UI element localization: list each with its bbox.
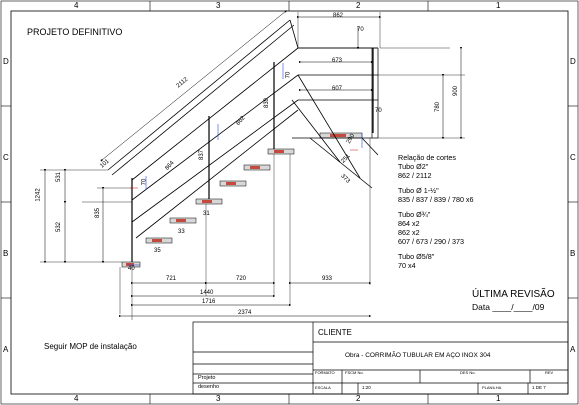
- install-note: Seguir MOP de instalação: [44, 342, 137, 351]
- row-label-left-b: B: [3, 249, 9, 258]
- row-label-left-a: A: [3, 345, 9, 354]
- dim-532: 532: [56, 221, 63, 233]
- cuts-list: Relação de cortes Tubo Ø2" 862 / 2112 Tu…: [398, 153, 474, 270]
- col-label-bottom-1: 1: [496, 394, 501, 403]
- row-label-right-c: C: [570, 153, 576, 162]
- col-label-top-3: 3: [216, 1, 221, 10]
- title-block: [192, 321, 569, 395]
- col-label-bottom-4: 4: [74, 394, 79, 403]
- row-label-left-d: D: [3, 57, 9, 66]
- dim-1716: 1716: [202, 299, 216, 305]
- cuts-line: 607 / 673 / 290 / 373: [398, 237, 464, 246]
- dim-33: 33: [178, 229, 185, 235]
- handrail-lines: [107, 19, 379, 239]
- row-label-right-d: D: [570, 57, 576, 66]
- dim-862-top: 862: [333, 13, 344, 19]
- drawing-title: PROJETO DEFINITIVO: [27, 27, 123, 37]
- dim-835: 835: [95, 207, 102, 219]
- sheet-border: [10, 10, 569, 395]
- dim-933: 933: [322, 276, 333, 282]
- dim-70-post: 70: [285, 71, 292, 79]
- dim-31: 31: [203, 211, 210, 217]
- cuts-line: Tubo Ø5/8": [398, 252, 435, 261]
- titleblock-planilha: PLANILHA: [482, 385, 502, 390]
- col-label-top-1: 1: [496, 1, 501, 10]
- cuts-line: 864 x2: [398, 219, 420, 228]
- dim-720: 720: [236, 276, 247, 282]
- titleblock-projeto: Projeto: [198, 375, 216, 381]
- col-label-bottom-3: 3: [216, 394, 221, 403]
- row-label-right-a: A: [570, 345, 576, 354]
- titleblock-cliente: CLIENTE: [318, 328, 352, 337]
- titleblock-escala-value: 1:20: [362, 385, 371, 390]
- dim-900: 900: [453, 85, 460, 97]
- titleblock-des: DES No.: [460, 370, 476, 375]
- titleblock-obra: Obra - CORRIMÃO TUBULAR EM AÇO INOX 304: [345, 352, 491, 359]
- col-label-top-4: 4: [74, 1, 79, 10]
- dim-1440: 1440: [200, 290, 214, 296]
- dim-1242: 1242: [35, 188, 42, 202]
- posts: [131, 48, 374, 262]
- extension-lines: [40, 12, 465, 320]
- red-arrows: [130, 149, 358, 189]
- col-label-bottom-2: 2: [356, 394, 361, 403]
- titleblock-fscm: FSCM No.: [345, 370, 364, 375]
- dim-780: 780: [435, 101, 442, 113]
- dim-837: 837: [199, 149, 206, 161]
- cuts-line: Tubo Ø2": [398, 162, 429, 171]
- dim-721: 721: [166, 276, 177, 282]
- dim-839: 839: [264, 97, 271, 109]
- row-label-right-b: B: [570, 249, 576, 258]
- row-label-left-c: C: [3, 153, 9, 162]
- stair-treads: [121, 132, 363, 268]
- revision-date: Data ____/____/09: [472, 302, 545, 312]
- cuts-line: 862 x2: [398, 228, 420, 237]
- dim-70-top: 70: [357, 27, 364, 33]
- titleblock-desenho: desenho: [198, 384, 220, 390]
- titleblock-formato: FORMATO: [315, 370, 335, 375]
- dim-70-right: 70: [375, 108, 382, 114]
- dim-673: 673: [332, 58, 343, 64]
- blue-markers: [128, 63, 363, 266]
- dim-40: 40: [128, 266, 135, 272]
- dim-607: 607: [332, 86, 343, 92]
- cuts-line: 835 / 837 / 839 / 780 x6: [398, 195, 474, 204]
- landing-outline: [292, 47, 379, 139]
- cuts-line: 70 x4: [398, 261, 416, 270]
- dimension-lines: [43, 10, 463, 318]
- titleblock-rev: REV: [545, 370, 554, 375]
- titleblock-folha: 1 DE 7: [532, 385, 546, 390]
- cuts-heading: Relação de cortes: [398, 153, 456, 162]
- titleblock-escala: ESCALA: [315, 385, 331, 390]
- dim-2374: 2374: [238, 310, 252, 316]
- cuts-line: Tubo Ø¾": [398, 210, 431, 219]
- cuts-line: Tubo Ø 1-½": [398, 186, 439, 195]
- dim-70-left: 70: [141, 178, 148, 186]
- revision-label: ÚLTIMA REVISÃO: [472, 289, 555, 300]
- cuts-line: 862 / 2112: [398, 171, 432, 180]
- col-label-top-2: 2: [356, 1, 361, 10]
- dim-531: 531: [56, 171, 63, 183]
- dim-35: 35: [154, 248, 161, 254]
